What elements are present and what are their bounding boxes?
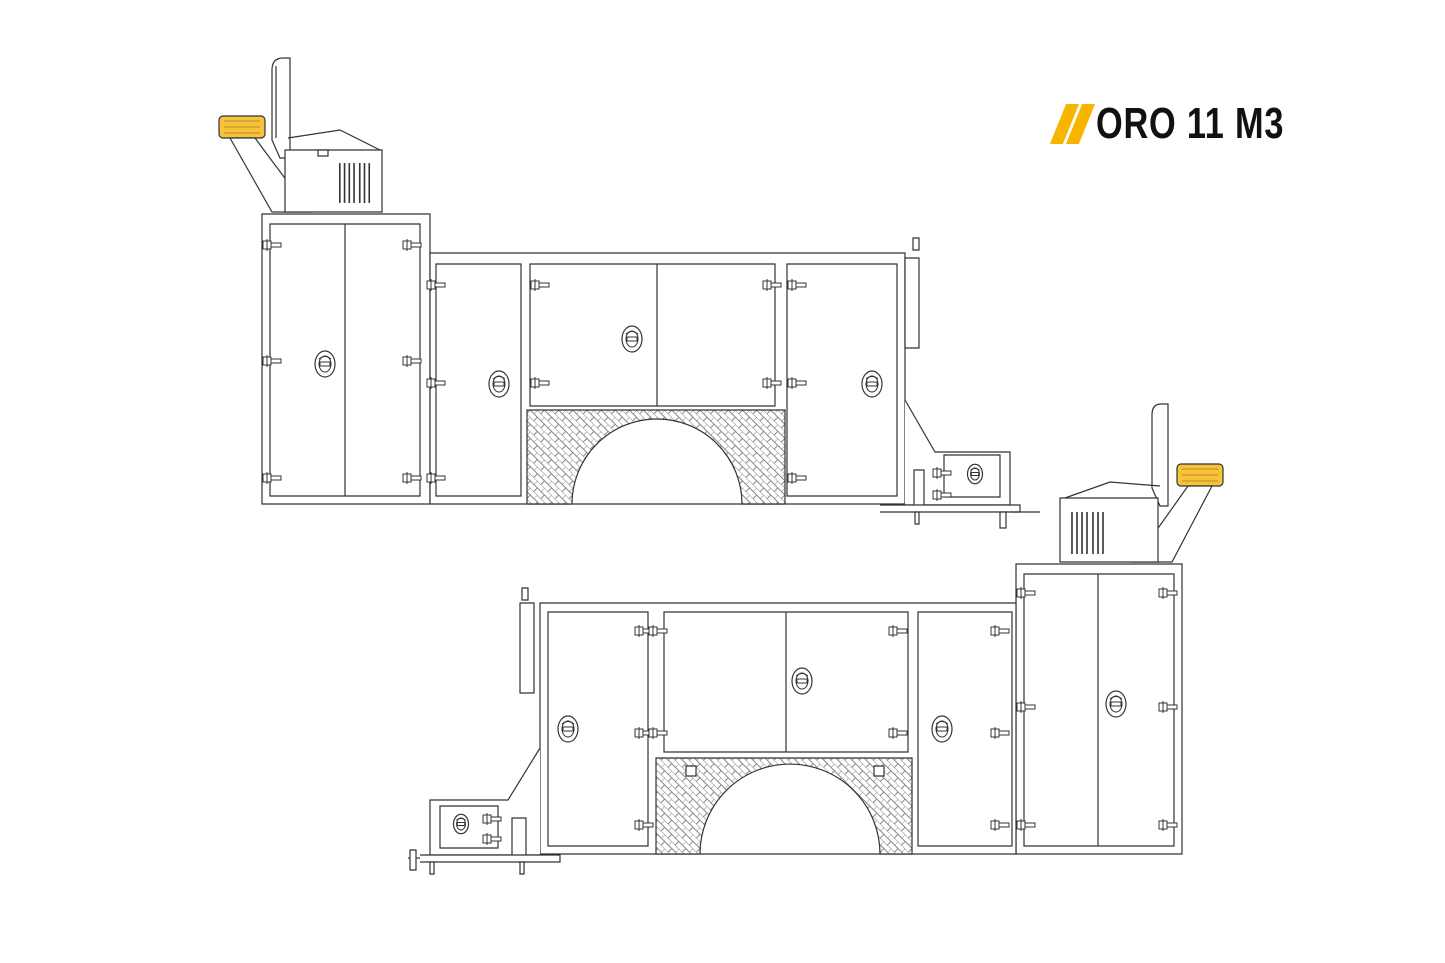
front-tall-compartment xyxy=(262,214,430,504)
front-tall-compartment xyxy=(1016,564,1182,854)
wheel-well-diamond-plate xyxy=(527,410,785,504)
service-body-right-side-view xyxy=(408,404,1223,874)
ladder-rack-upright xyxy=(272,58,290,158)
ladder-rack-upright xyxy=(1152,404,1168,506)
wheel-well-diamond-plate xyxy=(656,758,912,854)
compressor-box xyxy=(1060,498,1158,562)
service-body-left-side-view xyxy=(219,58,1040,528)
double-slash-stripes-icon xyxy=(1049,104,1096,144)
main-body xyxy=(430,253,905,504)
model-title: ORO 11 M3 xyxy=(1096,99,1285,148)
compressor-box xyxy=(285,150,382,212)
brand-logo: ORO 11 M3 xyxy=(1049,99,1337,148)
